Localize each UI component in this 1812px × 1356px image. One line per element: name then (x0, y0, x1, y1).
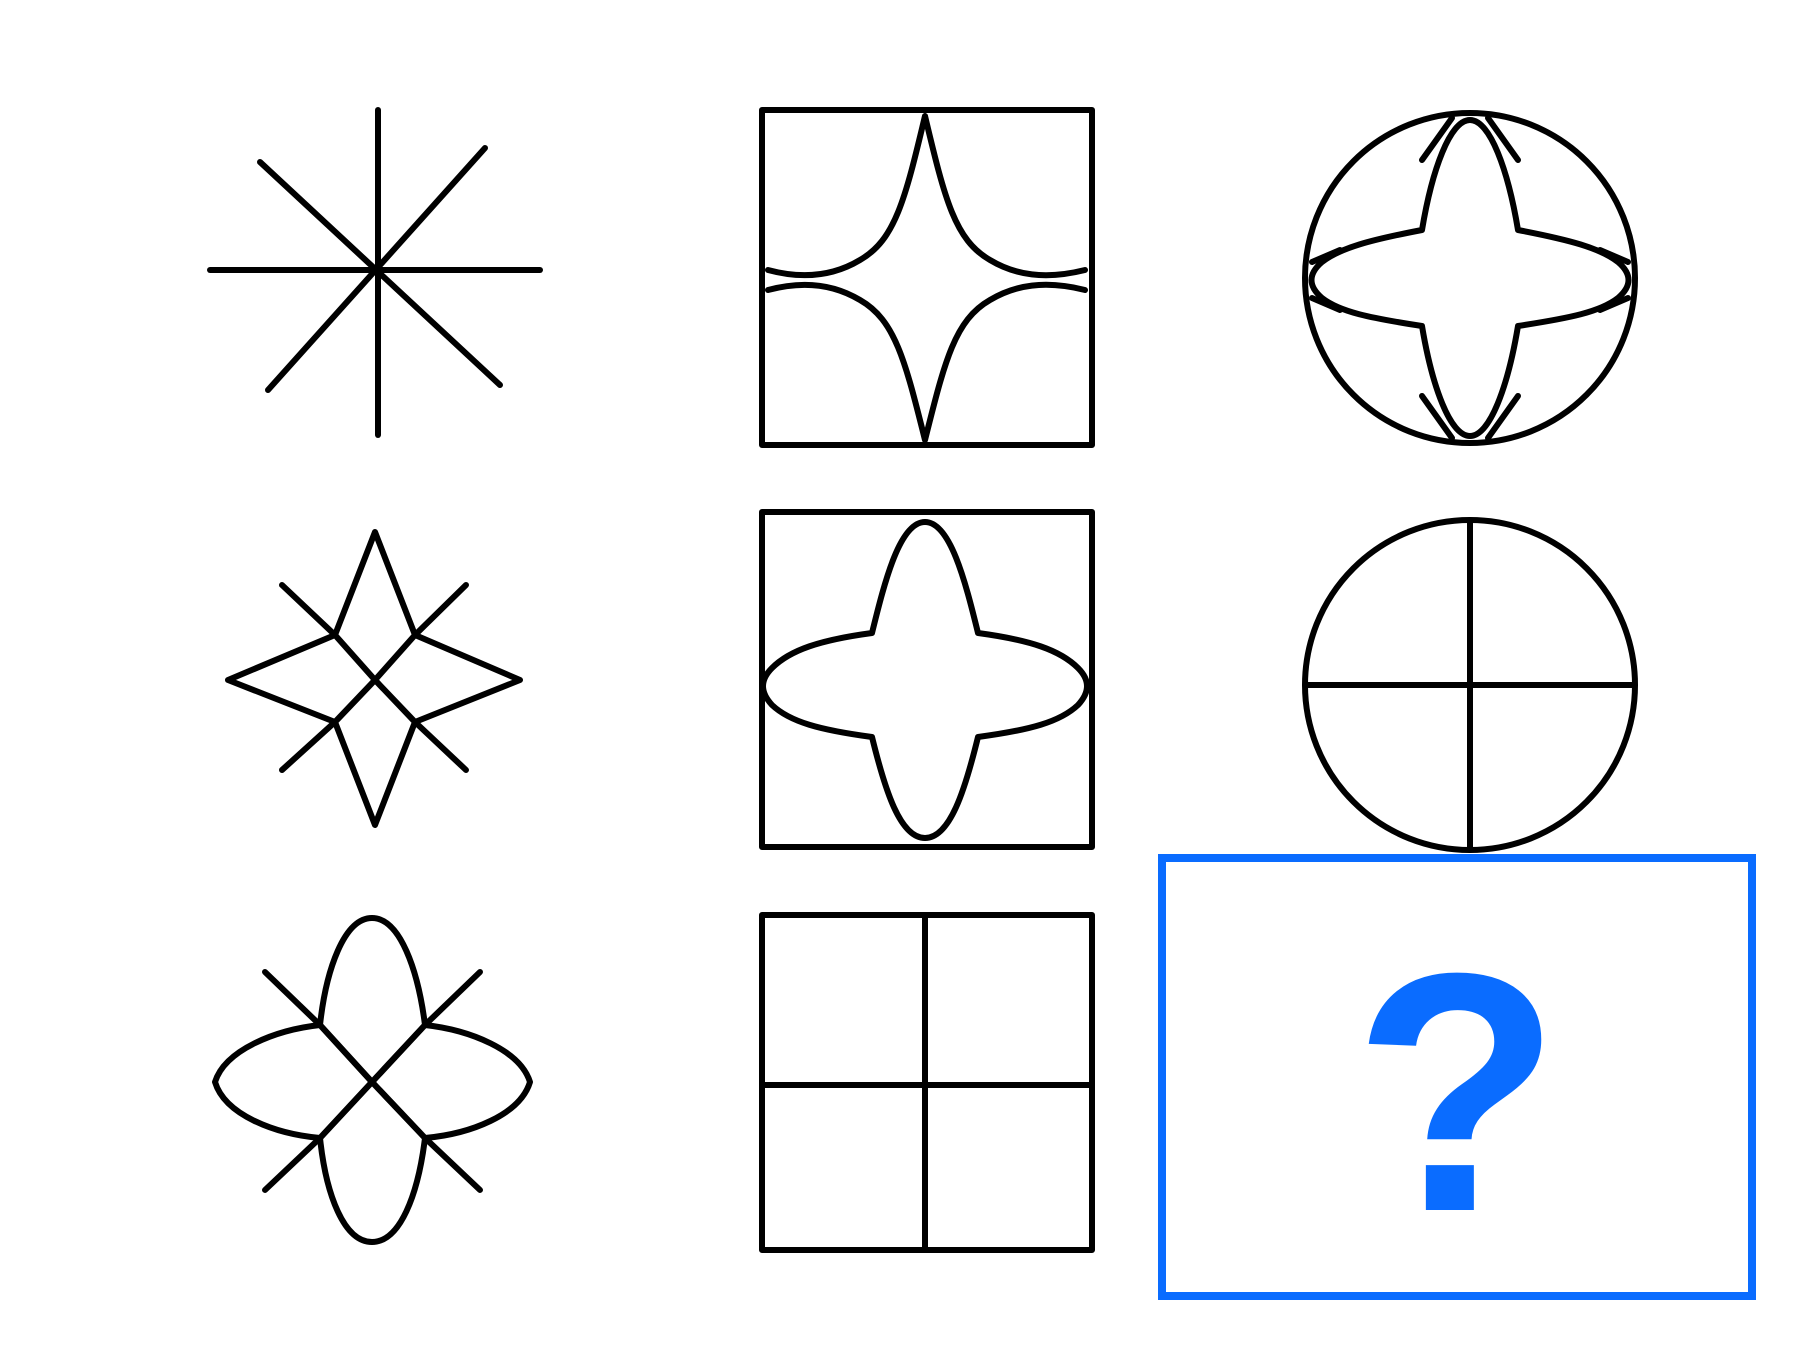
answer-slot[interactable]: ? (1158, 854, 1756, 1300)
figure-circle-with-four-point-star (1302, 110, 1638, 446)
figure-eight-point-outlined-star (225, 529, 523, 828)
figure-square-with-concave-star-cutout (759, 107, 1095, 448)
figure-four-petal-flower-with-diagonal-rays (212, 915, 533, 1245)
figure-eight-line-asterisk (207, 107, 543, 438)
figure-square-divided-into-quarters (759, 912, 1095, 1253)
answer-slot-frame (1158, 854, 1756, 1300)
question-mark: ? (1353, 903, 1561, 1283)
figure-square-with-four-point-star (759, 509, 1095, 850)
figure-circle-divided-into-quarters (1302, 517, 1638, 853)
